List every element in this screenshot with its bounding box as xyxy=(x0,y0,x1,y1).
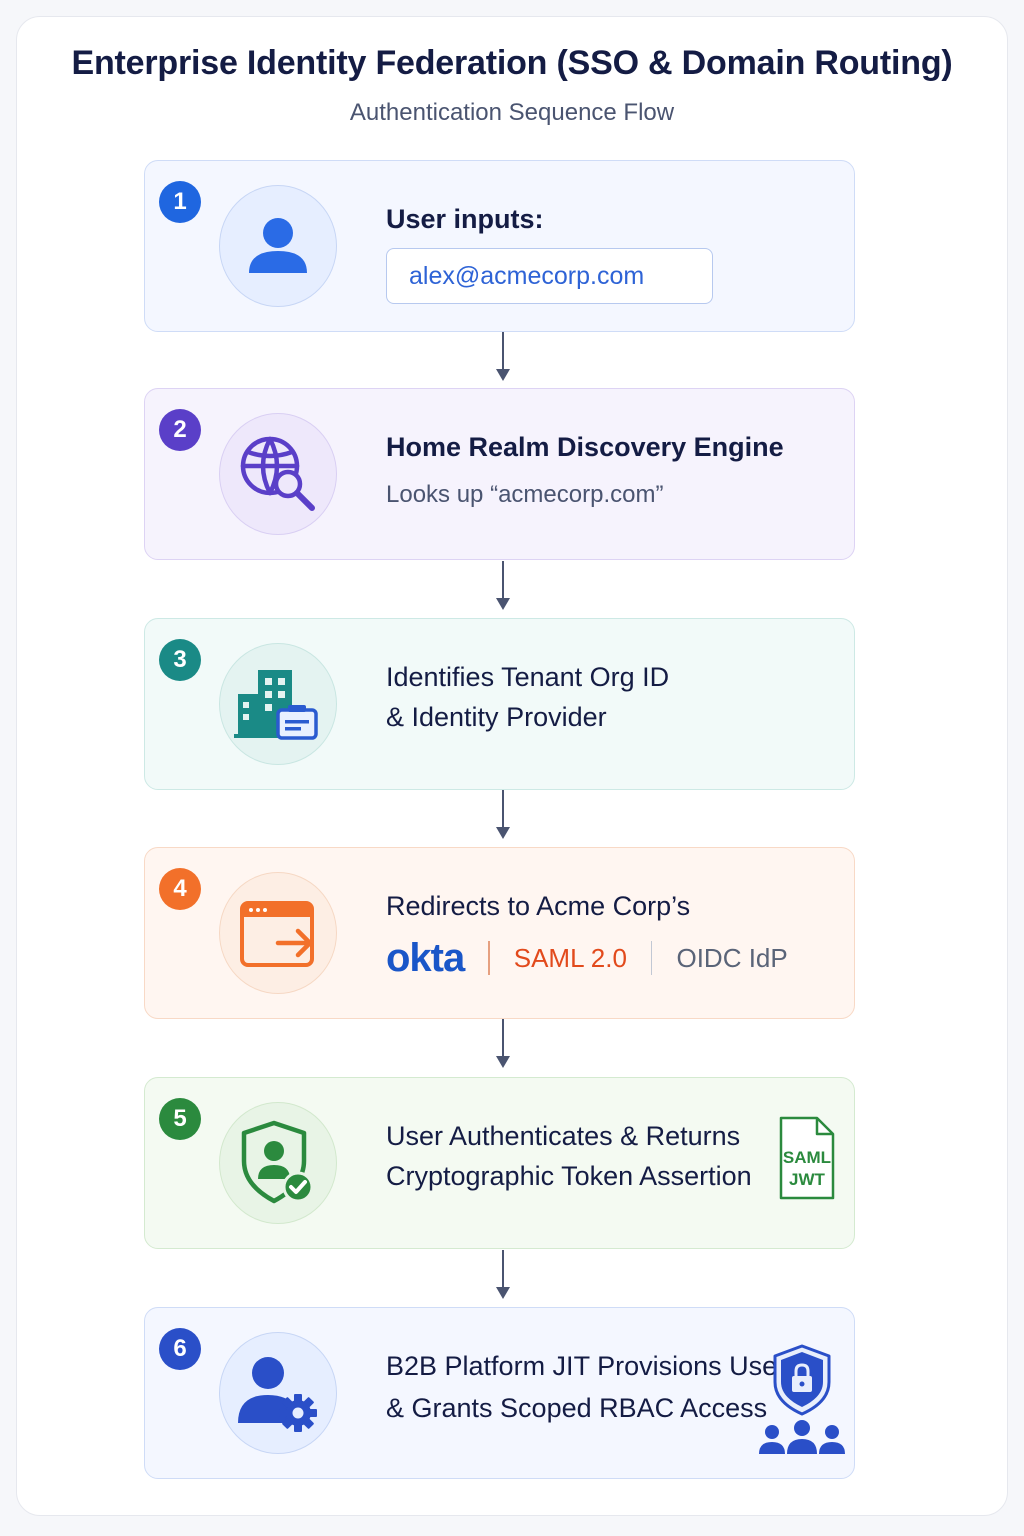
step-2-badge: 2 xyxy=(159,409,201,451)
step-4-heading: Redirects to Acme Corp’s xyxy=(386,891,691,921)
user-icon xyxy=(219,185,337,307)
step-4-badge: 4 xyxy=(159,868,201,910)
token-saml-label: SAML xyxy=(782,1148,832,1167)
diagram-subtitle: Authentication Sequence Flow xyxy=(349,99,675,126)
step-5-line1: User Authenticates & Returns xyxy=(386,1121,741,1151)
step-1-badge: 1 xyxy=(159,181,201,223)
arrow-1-2 xyxy=(496,332,510,382)
step-6-badge: 6 xyxy=(159,1328,201,1370)
arrow-5-6 xyxy=(496,1250,510,1300)
arrow-4-5 xyxy=(496,1019,510,1069)
step-1-card: 1 User inputs: alex@acmecorp.com xyxy=(144,160,855,332)
divider xyxy=(488,941,490,975)
token-jwt-label: JWT xyxy=(789,1170,825,1189)
step-6-line2: & Grants Scoped RBAC Access xyxy=(386,1393,768,1423)
step-3-card: 3 Identifies Tenant Org ID & Identity Pr… xyxy=(144,618,855,790)
user-gear-icon xyxy=(219,1332,337,1454)
step-1-heading: User inputs: xyxy=(386,204,544,234)
step-5-badge: 5 xyxy=(159,1098,201,1140)
arrow-3-4 xyxy=(496,790,510,840)
step-5-line2: Cryptographic Token Assertion xyxy=(386,1161,752,1191)
building-id-icon xyxy=(219,643,337,765)
step-6-card: 6 B2B Platform JIT Provisions xyxy=(144,1307,855,1479)
browser-redirect-icon xyxy=(219,872,337,994)
step-3-line2: & Identity Provider xyxy=(386,702,607,732)
saml-label: SAML 2.0 xyxy=(513,942,627,973)
step-2-subtext: Looks up “acmecorp.com” xyxy=(386,481,664,508)
arrow-2-3 xyxy=(496,561,510,611)
step-3-line1: Identifies Tenant Org ID xyxy=(386,662,670,692)
step-2-heading: Home Realm Discovery Engine xyxy=(386,432,784,462)
shield-user-check-icon xyxy=(219,1102,337,1224)
diagram-title: Enterprise Identity Federation (SSO & Do… xyxy=(71,44,953,82)
token-document-icon: SAML JWT xyxy=(779,1116,835,1200)
divider xyxy=(650,941,653,975)
oidc-label: OIDC IdP xyxy=(676,942,788,973)
email-field[interactable]: alex@acmecorp.com xyxy=(386,248,713,304)
idp-options-row: okta SAML 2.0 OIDC IdP xyxy=(386,936,788,980)
step-6-line1: B2B Platform JIT Provisions User xyxy=(386,1351,787,1381)
step-4-card: 4 Redirects to Acme Corp’s okta SAML 2.0… xyxy=(144,847,855,1019)
globe-search-icon xyxy=(219,413,337,535)
step-3-badge: 3 xyxy=(159,639,201,681)
shield-lock-group-icon xyxy=(757,1344,847,1456)
step-2-card: 2 Home Realm Discovery Engine Looks up “… xyxy=(144,388,855,560)
okta-logo: okta xyxy=(386,936,465,980)
step-5-card: 5 User Authenticates & Returns Cryptogra… xyxy=(144,1077,855,1249)
